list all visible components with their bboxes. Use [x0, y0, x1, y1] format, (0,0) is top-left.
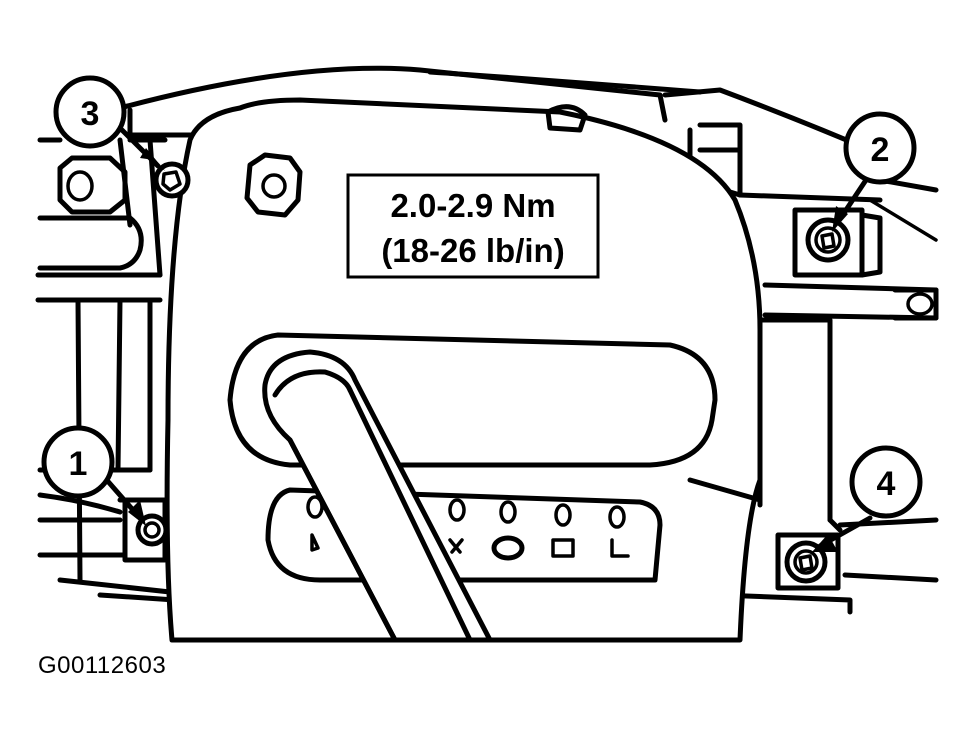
shifter-bezel: [164, 97, 763, 643]
console-housing: [35, 65, 939, 615]
torque-spec-metric: 2.0-2.9 Nm: [390, 187, 555, 224]
callout-4: 4: [849, 445, 923, 519]
shift-lever: [262, 349, 493, 643]
bezel-fastener: [244, 152, 303, 218]
callout-2: 2: [843, 111, 917, 185]
callout-arrows: [95, 127, 873, 552]
bolt-4: [784, 540, 828, 584]
bolt-2: [805, 217, 851, 263]
bolt-3: [153, 161, 191, 199]
torque-spec-box: 2.0-2.9 Nm (18-26 lb/in): [346, 173, 600, 279]
callout-1: 1: [41, 425, 115, 499]
figure-id: G00112603: [38, 652, 167, 679]
callout-3: 3: [53, 75, 127, 149]
torque-spec-imperial: (18-26 lb/in): [381, 232, 564, 269]
callout-2-label: 2: [871, 131, 890, 169]
callout-3-label: 3: [81, 95, 100, 133]
callout-4-label: 4: [877, 465, 896, 503]
gear-indicator-marks: [306, 495, 630, 561]
callout-1-label: 1: [69, 445, 88, 483]
